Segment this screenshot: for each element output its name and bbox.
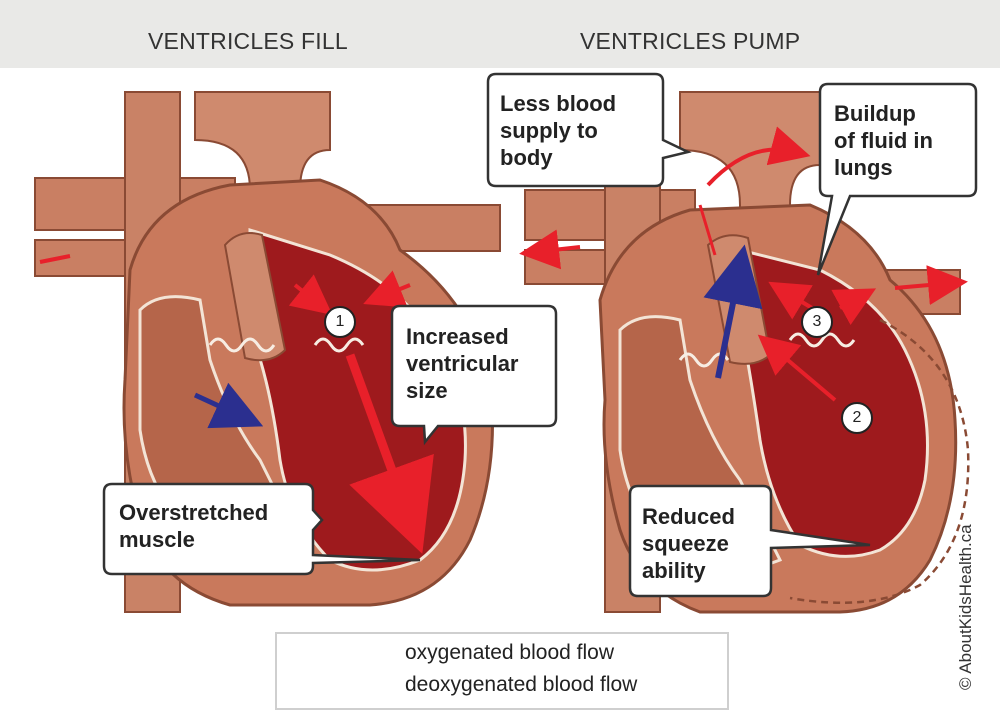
red-arrow-aorta bbox=[706, 126, 811, 187]
marker-3: 3 bbox=[801, 306, 833, 338]
callout-bubble-reduced-squeeze bbox=[628, 484, 871, 598]
callout-bubble-buildup bbox=[816, 82, 978, 276]
legend-oxygenated: oxygenated blood flow bbox=[405, 641, 614, 664]
callout-less-blood: Less blood supply to body bbox=[500, 90, 616, 171]
callout-line: ventricular bbox=[406, 351, 519, 376]
callout-line: Reduced bbox=[642, 504, 735, 529]
blue-arrow-pump bbox=[703, 244, 763, 379]
copyright-text: © AboutKidsHealth.ca bbox=[956, 524, 975, 690]
left-ventricle-2 bbox=[738, 248, 929, 558]
red-arrow-ventricle bbox=[345, 353, 434, 554]
red-arrow-aortic-root bbox=[698, 204, 717, 256]
callout-line: ability bbox=[642, 558, 706, 583]
callout-bubble-overstretched bbox=[102, 482, 421, 576]
valve-left-2 bbox=[313, 337, 365, 353]
callout-line: lungs bbox=[834, 155, 893, 180]
callout-line: Increased bbox=[406, 324, 509, 349]
red-arrow-vein bbox=[39, 254, 71, 264]
legend bbox=[275, 632, 729, 710]
red-arrow-inflow-1 bbox=[288, 274, 333, 315]
callout-reduced-squeeze: Reduced squeeze ability bbox=[642, 503, 735, 584]
red-arrow-pulmonary-in bbox=[519, 229, 581, 270]
callout-line: squeeze bbox=[642, 531, 729, 556]
valve-left-1 bbox=[208, 337, 276, 353]
callout-line: muscle bbox=[119, 527, 195, 552]
callout-line: Less blood bbox=[500, 91, 617, 116]
callout-line: Overstretched bbox=[119, 500, 269, 525]
red-arrow-backflow bbox=[757, 334, 837, 402]
callout-increased-size: Increased ventricular size bbox=[406, 323, 519, 404]
red-arrow-lung-1 bbox=[768, 281, 814, 320]
dashed-normal-outline bbox=[789, 318, 970, 605]
callout-bubble-less-blood bbox=[486, 72, 692, 188]
callout-line: of fluid in bbox=[834, 128, 933, 153]
callout-line: size bbox=[406, 378, 448, 403]
valve-right-2 bbox=[788, 332, 856, 348]
callout-bubble-increased-size bbox=[390, 304, 558, 446]
header-band bbox=[0, 0, 1000, 68]
callout-buildup: Buildup of fluid in lungs bbox=[834, 100, 933, 181]
callout-line: supply to bbox=[500, 118, 598, 143]
panel-title-ventricles-fill: VENTRICLES FILL bbox=[148, 28, 348, 54]
callout-line: body bbox=[500, 145, 553, 170]
callout-line: Buildup bbox=[834, 101, 916, 126]
red-arrow-pulmonary-out bbox=[894, 265, 968, 306]
legend-deoxygenated: deoxygenated blood flow bbox=[405, 673, 638, 696]
red-arrow-lung-2 bbox=[831, 288, 877, 326]
callout-overstretched: Overstretched muscle bbox=[119, 499, 268, 553]
blue-arrow-fill bbox=[193, 382, 264, 429]
red-arrow-inflow-2 bbox=[363, 270, 411, 308]
pulmonary-artery bbox=[223, 232, 287, 362]
marker-2: 2 bbox=[841, 402, 873, 434]
marker-1: 1 bbox=[324, 306, 356, 338]
panel-title-ventricles-pump: VENTRICLES PUMP bbox=[580, 28, 801, 54]
